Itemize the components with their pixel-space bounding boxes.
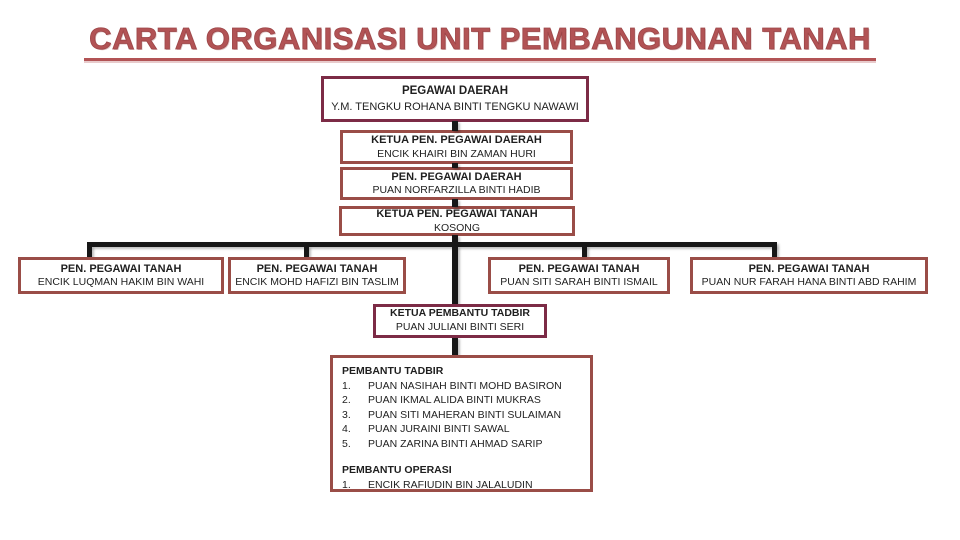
name-label: KOSONG — [433, 221, 481, 234]
page-title: CARTA ORGANISASI UNIT PEMBANGUNAN TANAH — [84, 21, 876, 62]
member-number: 3. — [342, 408, 351, 421]
role-label: PEGAWAI DAERAH — [401, 85, 509, 98]
role-label: KETUA PEN. PEGAWAI DAERAH — [371, 134, 542, 147]
staff-member: 1. PUAN NASIHAH BINTI MOHD BASIRON — [342, 379, 581, 394]
member-number: 2. — [342, 394, 351, 406]
role-label: PEN. PEGAWAI TANAH — [518, 262, 640, 275]
org-box-pen-pegawai-tanah-3: PEN. PEGAWAI TANAH PUAN SITI SARAH BINTI… — [488, 257, 670, 294]
staff-section-heading: PEMBANTU TADBIR — [342, 365, 444, 377]
connector-line — [452, 121, 458, 131]
org-box-ketua-pembantu-tadbir: KETUA PEMBANTU TADBIR PUAN JULIANI BINTI… — [373, 304, 547, 338]
member-name: PUAN NASIHAH BINTI MOHD BASIRON — [368, 379, 562, 392]
role-label: PEN. PEGAWAI DAERAH — [391, 170, 522, 183]
name-label: ENCIK KHAIRI BIN ZAMAN HURI — [377, 147, 536, 160]
org-box-pen-pegawai-tanah-2: PEN. PEGAWAI TANAH ENCIK MOHD HAFIZI BIN… — [228, 257, 406, 294]
connector-drop — [582, 246, 587, 258]
org-box-pen-pegawai-tanah-1: PEN. PEGAWAI TANAH ENCIK LUQMAN HAKIM BI… — [18, 257, 224, 294]
connector-line — [452, 199, 458, 207]
staff-member: 5. PUAN ZARINA BINTI AHMAD SARIP — [342, 437, 581, 452]
org-box-ketua-pen-pegawai-tanah: KETUA PEN. PEGAWAI TANAH KOSONG — [339, 206, 575, 236]
name-label: PUAN SITI SARAH BINTI ISMAIL — [500, 276, 658, 289]
name-label: PUAN JULIANI BINTI SERI — [395, 321, 525, 334]
connector-drop — [87, 246, 92, 258]
role-label: PEN. PEGAWAI TANAH — [748, 262, 870, 275]
connector-horizontal-line — [87, 242, 777, 247]
name-label: Y.M. TENGKU ROHANA BINTI TENGKU NAWAWI — [331, 100, 579, 113]
org-box-pen-pegawai-daerah: PEN. PEGAWAI DAERAH PUAN NORFARZILLA BIN… — [340, 167, 573, 200]
member-name: PUAN JURAINI BINTI SAWAL — [368, 423, 510, 435]
member-name: PUAN SITI MAHERAN BINTI SULAIMAN — [368, 408, 562, 421]
connector-line — [452, 235, 458, 243]
name-label: ENCIK LUQMAN HAKIM BIN WAHI — [37, 276, 205, 289]
page-title-wrap: CARTA ORGANISASI UNIT PEMBANGUNAN TANAH — [0, 21, 960, 62]
org-box-ketua-pen-pegawai-daerah: KETUA PEN. PEGAWAI DAERAH ENCIK KHAIRI B… — [340, 130, 573, 164]
connector-drop — [772, 246, 777, 258]
member-name: ENCIK RAFIUDIN BIN JALALUDIN — [368, 478, 533, 491]
role-label: PEN. PEGAWAI TANAH — [256, 262, 378, 275]
role-label: PEN. PEGAWAI TANAH — [60, 262, 182, 275]
staff-member: 4. PUAN JURAINI BINTI SAWAL — [342, 422, 581, 437]
member-name: PUAN ZARINA BINTI AHMAD SARIP — [368, 437, 543, 450]
role-label: KETUA PEN. PEGAWAI TANAH — [376, 208, 538, 221]
staff-member: 1. ENCIK RAFIUDIN BIN JALALUDIN — [342, 478, 581, 493]
member-number: 5. — [342, 437, 351, 450]
staff-member: 3. PUAN SITI MAHERAN BINTI SULAIMAN — [342, 408, 581, 423]
role-label: KETUA PEMBANTU TADBIR — [390, 307, 530, 320]
member-number: 1. — [342, 478, 351, 491]
org-box-pegawai-daerah: PEGAWAI DAERAH Y.M. TENGKU ROHANA BINTI … — [321, 76, 589, 122]
member-number: 4. — [342, 423, 351, 435]
section-spacer — [342, 451, 581, 463]
org-box-staff-list: PEMBANTU TADBIR 1. PUAN NASIHAH BINTI MO… — [330, 355, 593, 492]
member-name: PUAN IKMAL ALIDA BINTI MUKRAS — [368, 394, 541, 406]
name-label: PUAN NORFARZILLA BINTI HADIB — [372, 184, 541, 197]
connector-center-line — [452, 246, 458, 304]
staff-section-heading: PEMBANTU OPERASI — [342, 464, 452, 476]
connector-drop — [304, 246, 309, 258]
member-number: 1. — [342, 379, 351, 392]
name-label: PUAN NUR FARAH HANA BINTI ABD RAHIM — [701, 276, 917, 289]
name-label: ENCIK MOHD HAFIZI BIN TASLIM — [235, 276, 399, 289]
connector-line — [452, 337, 458, 356]
staff-member: 2. PUAN IKMAL ALIDA BINTI MUKRAS — [342, 393, 581, 408]
org-box-pen-pegawai-tanah-4: PEN. PEGAWAI TANAH PUAN NUR FARAH HANA B… — [690, 257, 928, 294]
connector-line — [452, 163, 458, 168]
